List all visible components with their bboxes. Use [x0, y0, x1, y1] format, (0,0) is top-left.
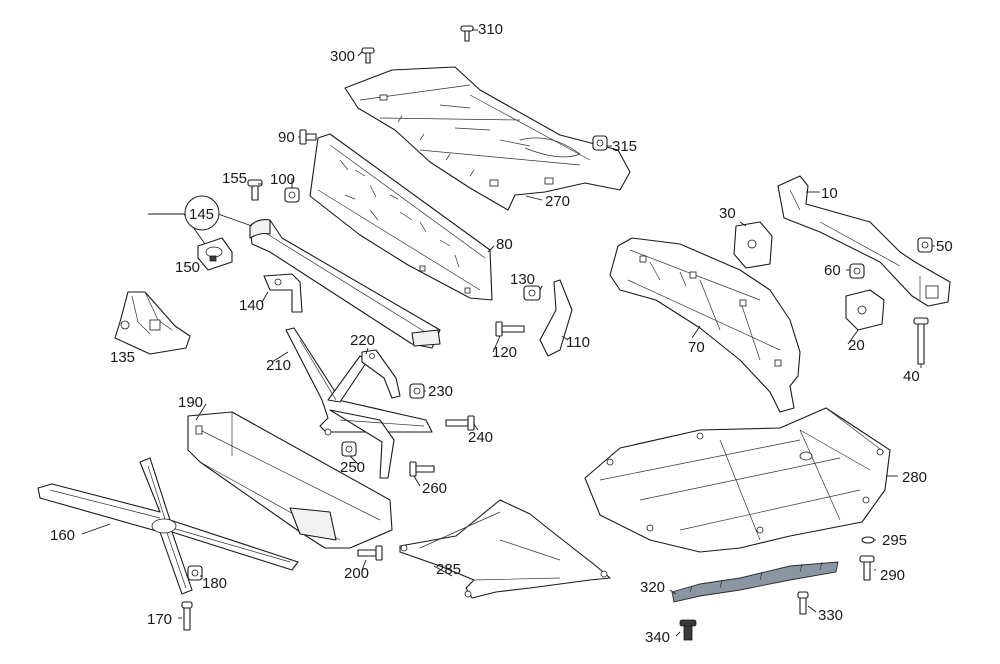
part-280-underbody-shield[interactable]	[584, 407, 891, 553]
bolt-120[interactable]	[495, 321, 525, 337]
label-220: 220	[350, 332, 375, 349]
washer-295[interactable]	[861, 536, 875, 544]
nut-230[interactable]	[409, 383, 425, 399]
label-230: 230	[428, 383, 453, 400]
part-220-bracket[interactable]	[361, 349, 401, 399]
part-135-mount[interactable]	[114, 291, 191, 355]
label-315: 315	[612, 138, 637, 155]
label-145: 145	[189, 206, 214, 223]
label-320: 320	[640, 579, 665, 596]
part-70-rear-panel[interactable]	[609, 237, 801, 413]
label-50: 50	[936, 238, 953, 255]
label-290: 290	[880, 567, 905, 584]
part-320-trim-strip[interactable]	[671, 561, 839, 603]
part-210-x-brace[interactable]	[285, 327, 433, 479]
label-140: 140	[239, 297, 264, 314]
part-270-upper-panel[interactable]	[344, 66, 631, 211]
nut-315[interactable]	[592, 135, 608, 151]
part-80-trim-panel[interactable]	[309, 133, 493, 301]
part-140-bracket[interactable]	[263, 273, 303, 313]
screw-330[interactable]	[797, 591, 809, 615]
nut-100[interactable]	[284, 187, 300, 203]
label-90: 90	[278, 129, 295, 146]
nut-180[interactable]	[187, 565, 203, 581]
label-20: 20	[848, 337, 865, 354]
label-300: 300	[330, 48, 355, 65]
label-200: 200	[344, 565, 369, 582]
nut-250[interactable]	[341, 441, 357, 457]
label-240: 240	[468, 429, 493, 446]
label-330: 330	[818, 607, 843, 624]
nut-60[interactable]	[849, 263, 865, 279]
bolt-90[interactable]	[299, 129, 317, 145]
label-260: 260	[422, 480, 447, 497]
bolt-300[interactable]	[361, 47, 375, 64]
part-190-frame[interactable]	[187, 411, 393, 549]
label-160: 160	[50, 527, 75, 544]
label-100: 100	[270, 171, 295, 188]
label-60: 60	[824, 262, 841, 279]
label-80: 80	[496, 236, 513, 253]
bolt-240[interactable]	[445, 415, 475, 431]
label-145-circle	[184, 195, 220, 231]
label-340: 340	[645, 629, 670, 646]
label-130: 130	[510, 271, 535, 288]
part-145-cross-strut[interactable]	[249, 219, 441, 349]
part-150-bracket[interactable]	[197, 237, 233, 271]
label-150: 150	[175, 259, 200, 276]
label-155: 155	[222, 170, 247, 187]
label-40: 40	[903, 368, 920, 385]
label-295: 295	[882, 532, 907, 549]
part-285-lower-cover[interactable]	[399, 499, 611, 599]
label-250: 250	[340, 459, 365, 476]
leader-lines	[81, 29, 935, 637]
clip-340[interactable]	[679, 619, 697, 641]
bolt-290[interactable]	[859, 555, 875, 581]
bolt-40[interactable]	[913, 317, 929, 365]
label-280: 280	[902, 469, 927, 486]
label-170: 170	[147, 611, 172, 628]
label-10: 10	[821, 185, 838, 202]
label-70: 70	[688, 339, 705, 356]
nut-130[interactable]	[523, 285, 541, 301]
nut-50[interactable]	[917, 237, 933, 253]
label-190: 190	[178, 394, 203, 411]
label-310: 310	[478, 21, 503, 38]
part-30-bracket[interactable]	[733, 221, 773, 269]
label-180: 180	[202, 575, 227, 592]
bolt-155[interactable]	[247, 179, 263, 201]
label-270: 270	[545, 193, 570, 210]
label-285: 285	[436, 561, 461, 578]
bolt-200[interactable]	[357, 545, 383, 561]
screw-310[interactable]	[460, 25, 474, 42]
bolt-170[interactable]	[181, 601, 193, 631]
label-110: 110	[566, 334, 590, 351]
bracket-110[interactable]	[539, 279, 573, 357]
bolt-260[interactable]	[409, 461, 435, 477]
label-210: 210	[266, 357, 291, 374]
label-120: 120	[492, 344, 517, 361]
part-160-x-brace[interactable]	[37, 457, 299, 595]
label-30: 30	[719, 205, 736, 222]
part-20-bracket[interactable]	[845, 289, 885, 331]
label-135: 135	[110, 349, 135, 366]
